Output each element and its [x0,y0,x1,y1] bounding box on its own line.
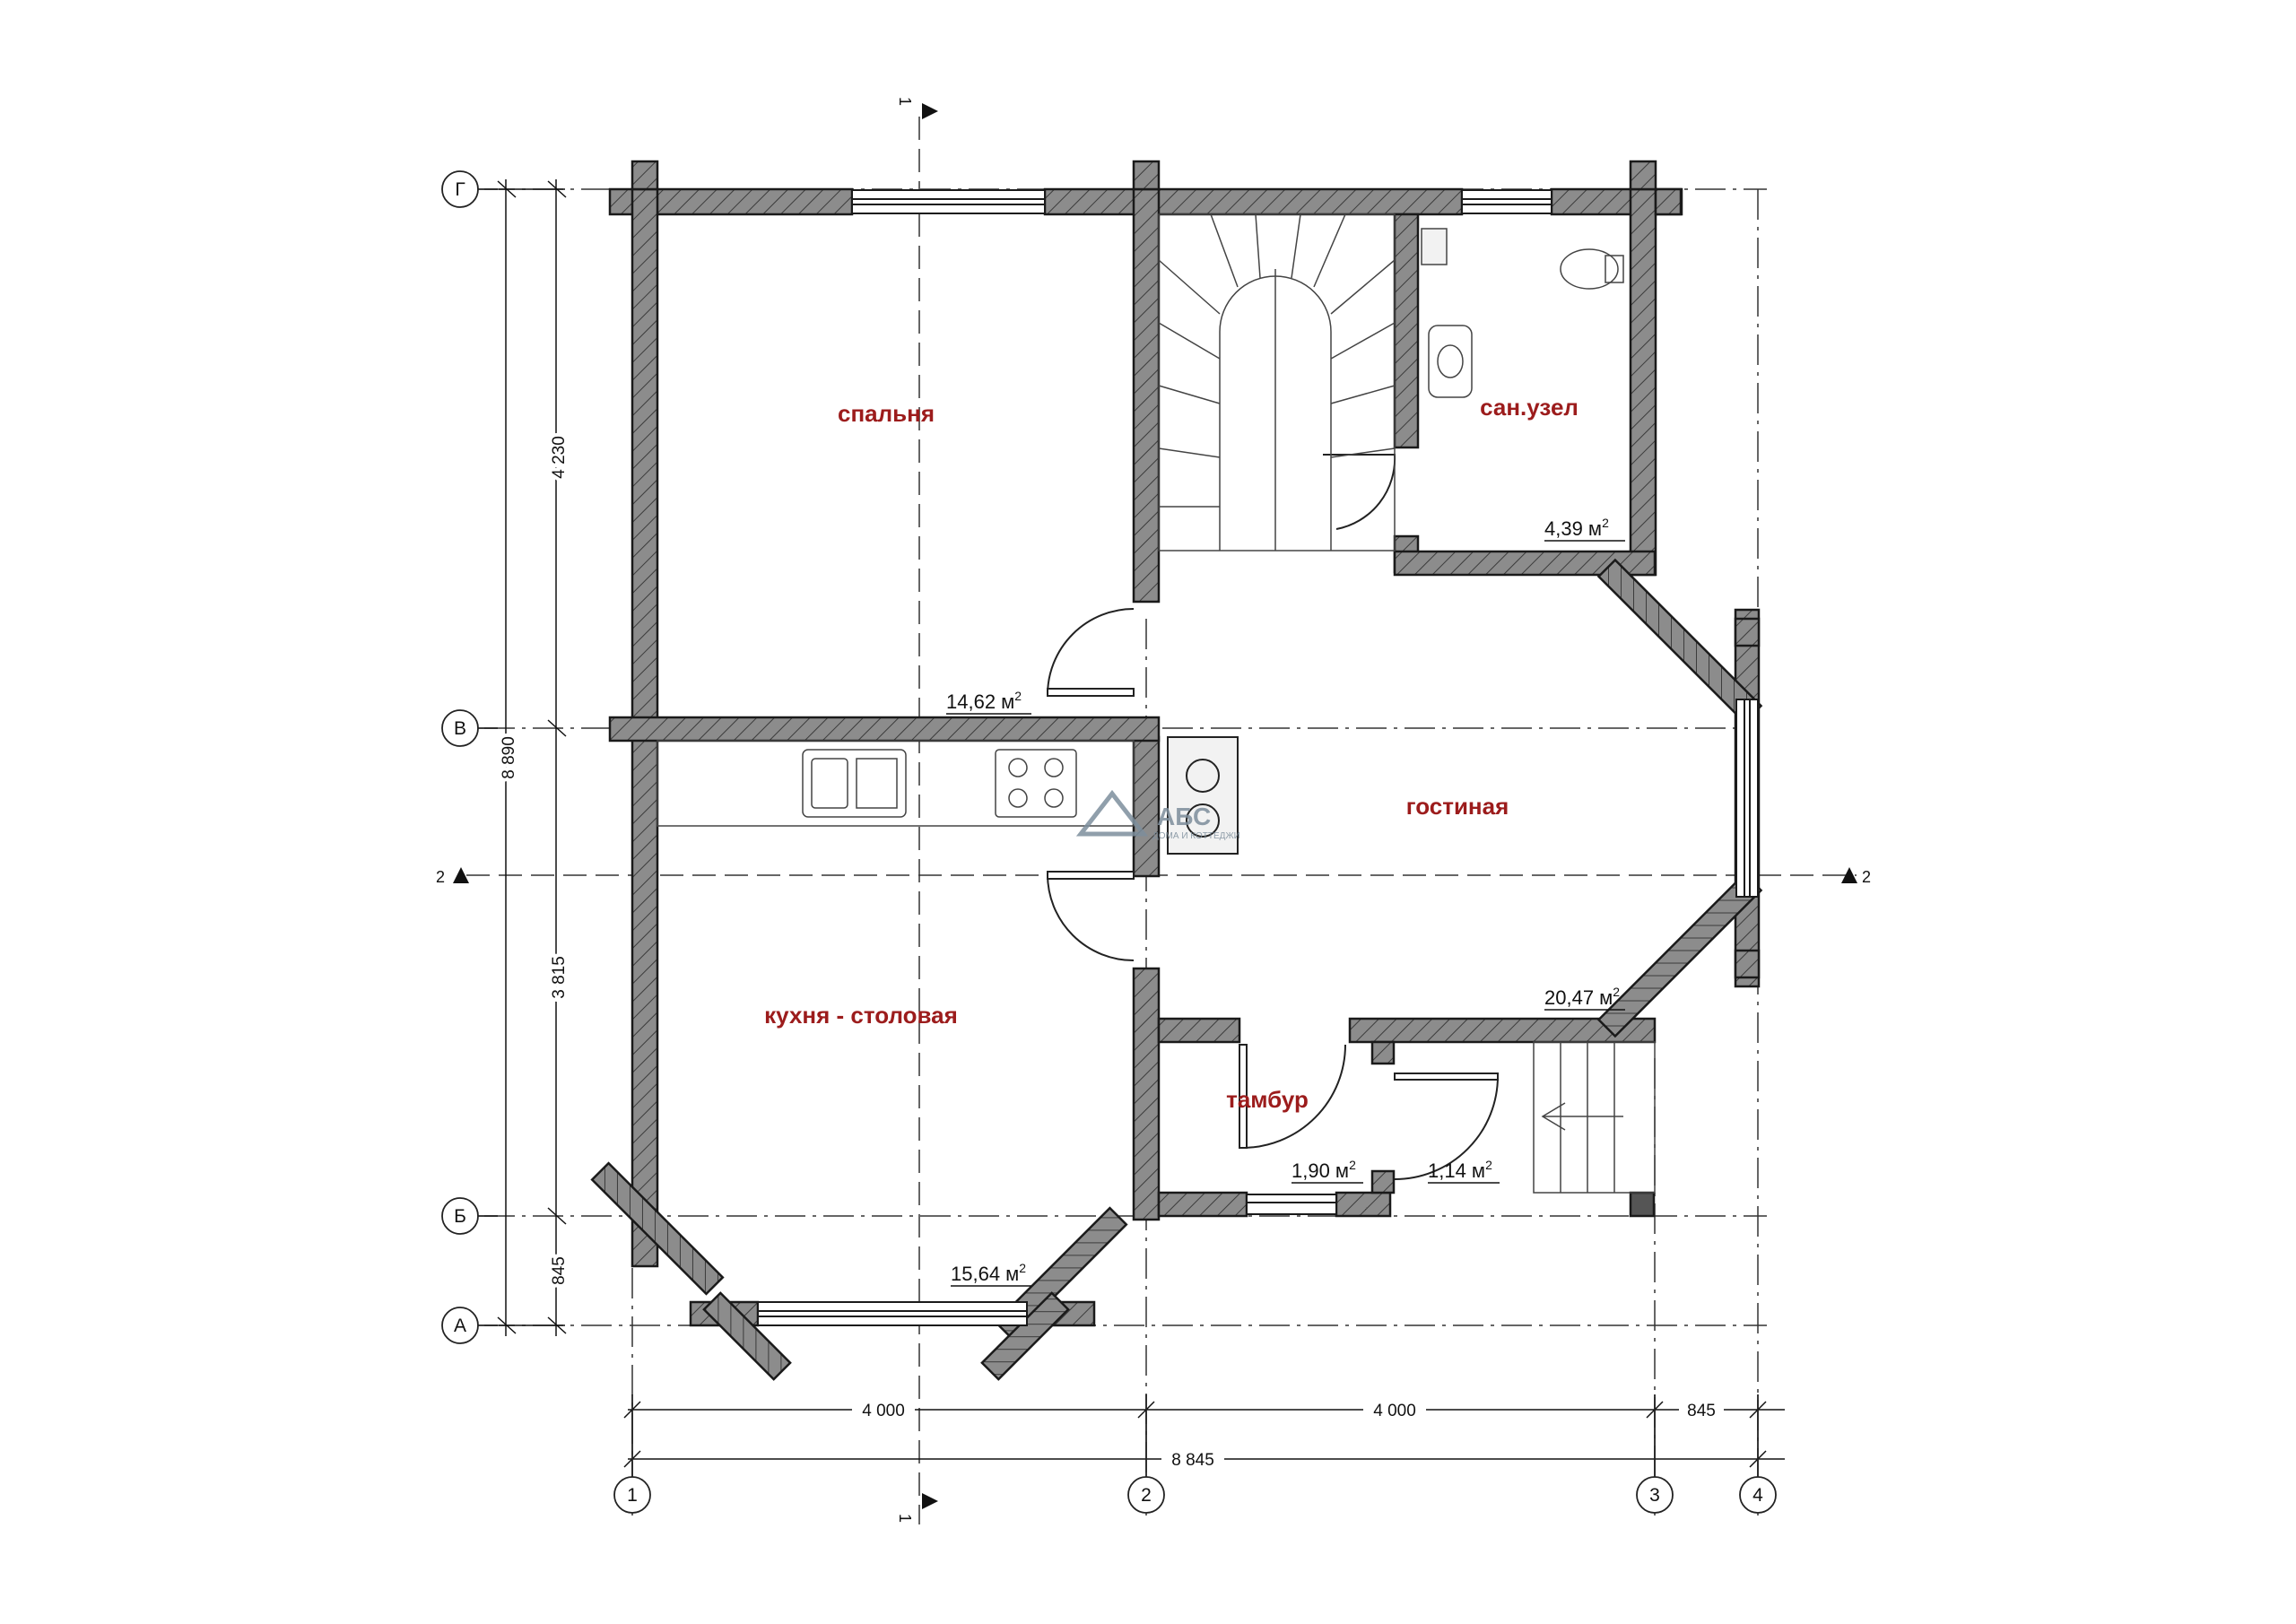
axis-lines [484,188,1767,1515]
section-arrow-right [1841,867,1857,883]
dim-bottom-total: 8 845 [1171,1451,1214,1470]
windows [757,189,1759,1326]
room-areas: 14,62 м2 4,39 м2 20,47 м2 15,64 м2 1,90 … [946,516,1625,1287]
dim-left-mid: 3 815 [550,956,569,999]
section-label-bottom: 1 [896,1514,914,1523]
axis-col-3: 3 [1649,1485,1660,1506]
kitchen-counter [657,740,1135,827]
svg-text:4,39 м2: 4,39 м2 [1544,516,1609,540]
walls [608,160,1683,1327]
room-vestibule-name: тамбур [1226,1086,1309,1113]
svg-text:ДОМА И КОТТЕДЖИ: ДОМА И КОТТЕДЖИ [1152,831,1240,841]
bathroom-fixtures [1421,228,1624,398]
area-kitchen: 15,64 м2 [951,1261,1031,1287]
appliances [1167,736,1239,855]
section-label-left: 2 [436,868,445,886]
logo: АБС ДОМА И КОТТЕДЖИ [1075,789,1240,841]
section-arrow-top [922,103,938,119]
area-bathroom: 4,39 м2 [1544,516,1625,542]
dim-bottom-second: 4 000 [1373,1402,1416,1420]
dim-left-top: 4 230 [550,436,569,479]
svg-text:АБС: АБС [1157,803,1211,830]
axis-col-1: 1 [627,1485,638,1506]
axis-row-b: Б [454,1206,466,1227]
dim-bottom-third: 845 [1687,1402,1716,1420]
axis-bubbles [441,170,1777,1514]
svg-text:1,90 м2: 1,90 м2 [1292,1158,1356,1182]
axis-row-a: А [454,1316,466,1336]
svg-text:20,47 м2: 20,47 м2 [1544,985,1620,1009]
staircase [1158,213,1656,1194]
room-kitchen-name: кухня - столовая [764,1002,958,1029]
room-labels: спальня сан.узел гостиная кухня - столов… [764,394,1578,1113]
dimension-lines [497,179,1785,1468]
area-bedroom: 14,62 м2 [946,689,1031,715]
room-living-name: гостиная [1406,793,1509,820]
dimension-texts: 8 890 8 890 4 230 4 230 3 815 3 815 845 … [496,432,1724,1470]
axis-col-2: 2 [1141,1485,1152,1506]
dim-left-total: 8 890 [500,736,518,779]
room-bathroom-name: сан.узел [1480,394,1578,421]
svg-text:14,62 м2: 14,62 м2 [946,689,1022,713]
room-bedroom-name: спальня [838,400,935,427]
area-porch: 1,14 м2 [1428,1158,1500,1184]
section-arrow-bottom [922,1493,938,1509]
axis-row-v: В [454,718,466,739]
svg-text:4 230: 4 230 [550,436,569,479]
section-markers: 1 1 2 2 [436,97,1871,1523]
section-label-right: 2 [1862,868,1871,886]
axis-row-g: Г [455,179,465,200]
axis-col-4: 4 [1752,1485,1763,1506]
svg-text:3 815: 3 815 [550,956,569,999]
bay-walls [590,558,1763,1381]
section-label-top: 1 [896,97,914,106]
doors [1046,454,1500,1180]
section-lines [466,117,1857,1524]
section-arrow-left [453,867,469,883]
dim-bottom-first: 4 000 [862,1402,905,1420]
area-vestibule: 1,90 м2 [1292,1158,1363,1184]
svg-text:1,14 м2: 1,14 м2 [1428,1158,1492,1182]
axis-labels: Г В Б А 1 2 3 4 [454,179,1763,1506]
svg-text:845: 845 [550,1256,569,1285]
svg-text:8 890: 8 890 [500,736,518,779]
dim-left-bottom: 845 [550,1256,569,1285]
area-living: 20,47 м2 [1544,985,1625,1011]
svg-text:15,64 м2: 15,64 м2 [951,1261,1026,1285]
